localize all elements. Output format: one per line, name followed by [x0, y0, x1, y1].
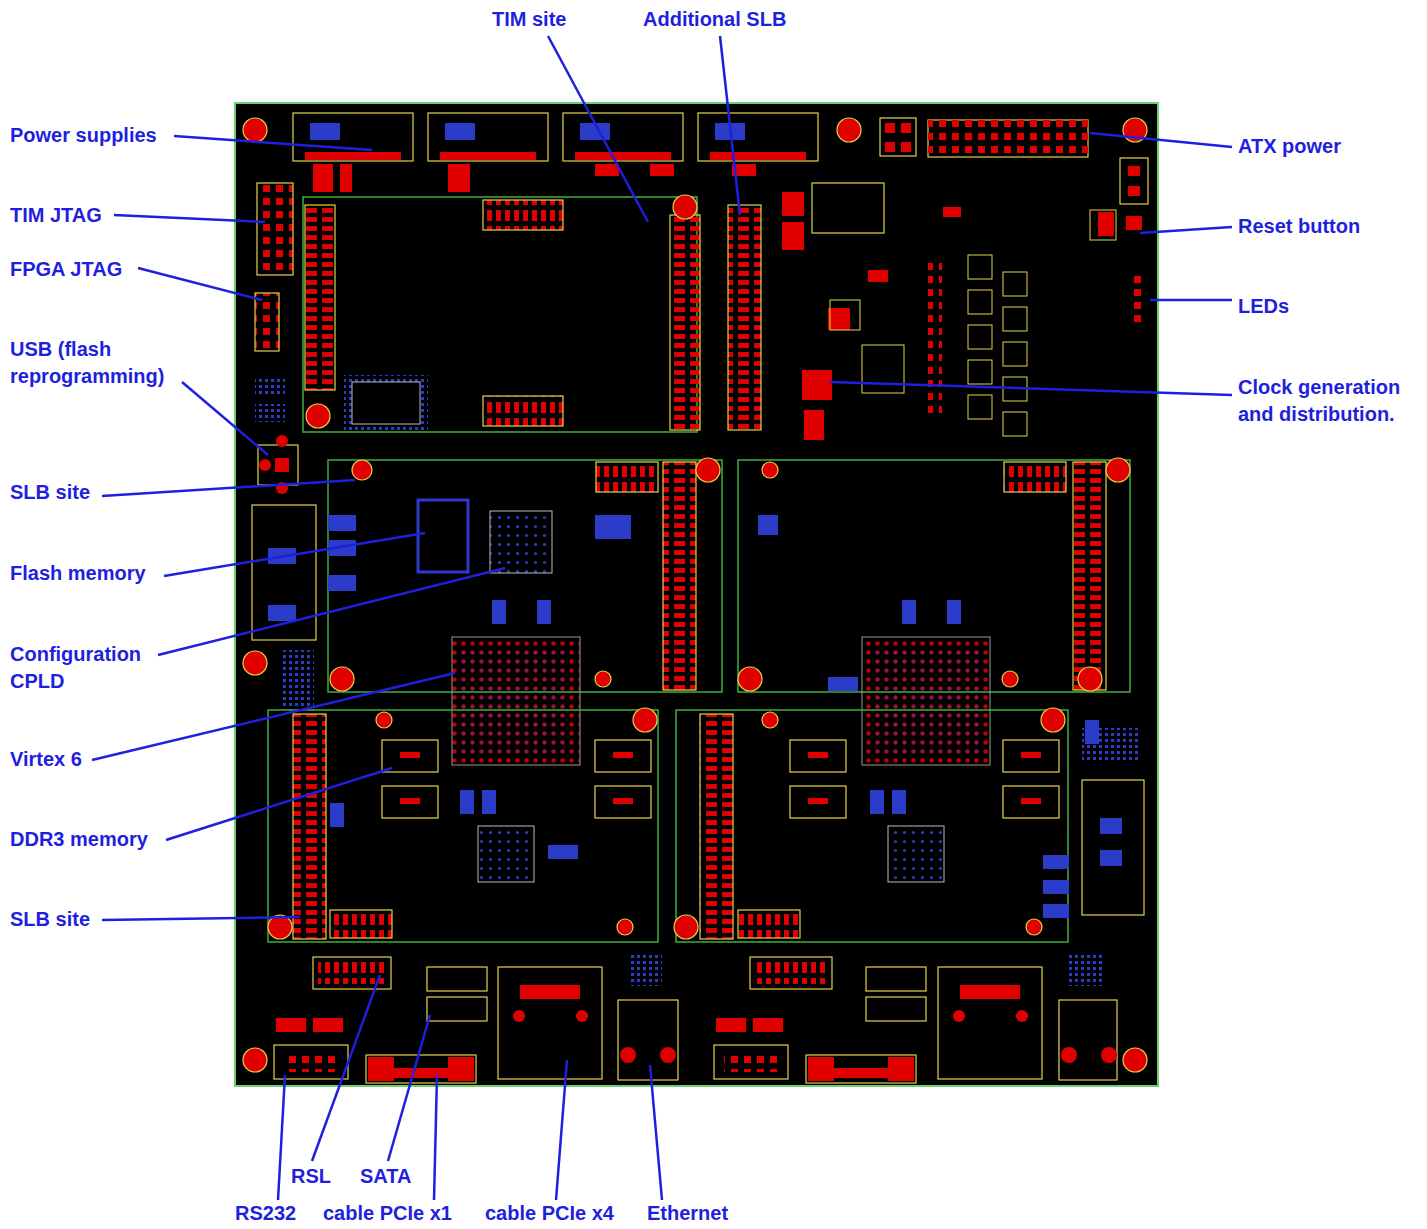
callout-label: Clock generation and distribution. [1238, 374, 1423, 428]
callout-label: ATX power [1238, 133, 1341, 160]
callout-label: cable PCIe x4 [485, 1200, 614, 1227]
callout-label: Reset button [1238, 213, 1360, 240]
callout-label: TIM site [492, 6, 566, 33]
callout-label: SATA [360, 1163, 411, 1190]
callout-label: TIM JTAG [10, 202, 102, 229]
callout-label: FPGA JTAG [10, 256, 122, 283]
callout-label: Virtex 6 [10, 746, 82, 773]
callout-label: RS232 [235, 1200, 296, 1227]
leader-lines [92, 36, 1232, 1200]
callout-label: SLB site [10, 479, 90, 506]
callout-label: RSL [291, 1163, 331, 1190]
callout-label: LEDs [1238, 293, 1289, 320]
callout-label: USB (flash reprogramming) [10, 336, 190, 390]
callout-label: Power supplies [10, 122, 157, 149]
callout-label: SLB site [10, 906, 90, 933]
callout-label: DDR3 memory [10, 826, 148, 853]
callout-label: Flash memory [10, 560, 146, 587]
callout-label: Additional SLB [643, 6, 786, 33]
callout-label: Configuration CPLD [10, 641, 160, 695]
callout-label: cable PCIe x1 [323, 1200, 452, 1227]
callout-label: Ethernet [647, 1200, 728, 1227]
